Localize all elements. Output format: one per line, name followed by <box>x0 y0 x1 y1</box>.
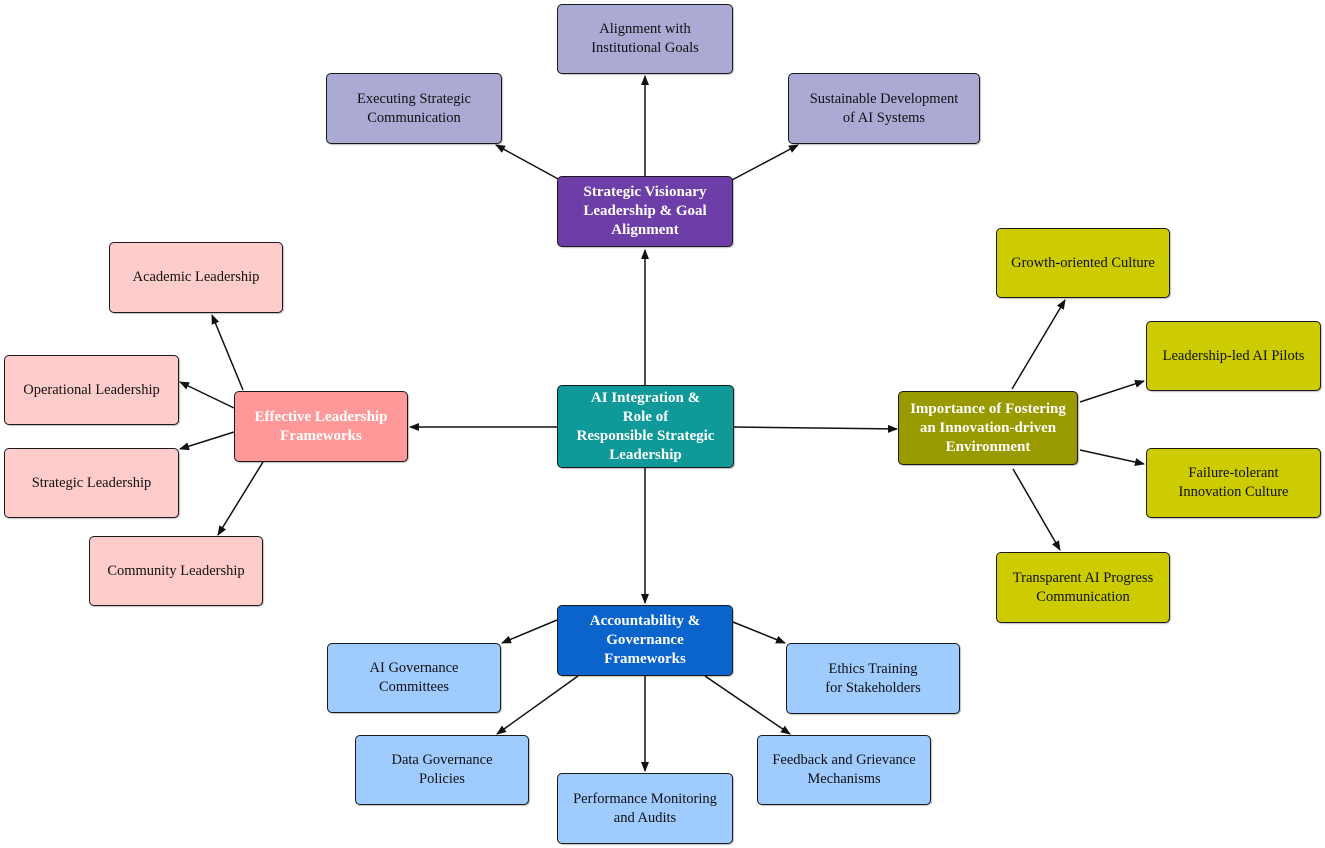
operational-leadership-label: Operational Leadership <box>23 381 160 398</box>
arrow-innovation-to-transparent <box>1012 468 1061 551</box>
alignment-goals-label: Alignment with Institutional Goals <box>591 21 699 56</box>
feedback-grievance-node: Feedback and Grievance Mechanisms <box>757 735 931 805</box>
failure-tolerant-node: Failure-tolerant Innovation Culture <box>1146 448 1321 518</box>
governance-committees-node: AI Governance Committees <box>327 643 501 713</box>
arrow-center-to-innovation <box>733 424 898 433</box>
strategic-leadership-node: Strategic Leadership <box>4 448 179 518</box>
arrow-leadership-to-community <box>217 461 264 536</box>
arrow-innovation-to-growth <box>1011 299 1066 390</box>
leadership-ai-pilots-node: Leadership-led AI Pilots <box>1146 321 1321 391</box>
accountability-governance-node: Accountability & Governance Frameworks <box>557 605 733 676</box>
effective-leadership-node: Effective Leadership Frameworks <box>234 391 408 462</box>
transparent-progress-node: Transparent AI Progress Communication <box>996 552 1170 623</box>
performance-monitoring-label: Performance Monitoring and Audits <box>573 790 717 826</box>
central-topic-label: AI Integration & Role of Responsible Str… <box>576 389 715 463</box>
arrow-leadership-to-operational <box>179 381 235 409</box>
arrow-innovation-to-pilots <box>1079 380 1145 403</box>
innovation-environment-node: Importance of Fostering an Innovation-dr… <box>898 391 1078 465</box>
feedback-grievance-label: Feedback and Grievance Mechanisms <box>772 752 916 787</box>
community-leadership-label: Community Leadership <box>107 562 245 579</box>
arrow-governance-to-data <box>496 675 579 735</box>
performance-monitoring-node: Performance Monitoring and Audits <box>557 773 733 844</box>
data-governance-node: Data Governance Policies <box>355 735 529 805</box>
ethics-training-label: Ethics Training for Stakeholders <box>825 660 921 696</box>
strategic-leadership-label: Strategic Leadership <box>31 474 152 491</box>
sustainable-development-node: Sustainable Development of AI Systems <box>788 73 980 144</box>
data-governance-label: Data Governance Policies <box>391 752 493 787</box>
arrow-governance-to-ethics <box>732 621 786 644</box>
arrow-strategic-to-executing <box>495 144 561 181</box>
innovation-environment-label: Importance of Fostering an Innovation-dr… <box>910 400 1066 455</box>
transparent-progress-label: Transparent AI Progress Communication <box>1012 569 1154 605</box>
strategic-visionary-node: Strategic Visionary Leadership & Goal Al… <box>557 176 733 247</box>
effective-leadership-label: Effective Leadership Frameworks <box>254 408 388 444</box>
arrow-leadership-to-academic <box>211 314 244 391</box>
leadership-ai-pilots-label: Leadership-led AI Pilots <box>1162 347 1305 364</box>
alignment-goals-node: Alignment with Institutional Goals <box>557 4 733 74</box>
sustainable-development-label: Sustainable Development of AI Systems <box>809 90 959 126</box>
failure-tolerant-label: Failure-tolerant Innovation Culture <box>1178 465 1289 500</box>
executing-communication-node: Executing Strategic Communication <box>326 73 502 144</box>
arrow-leadership-to-strategic <box>179 431 235 451</box>
arrow-innovation-to-failure <box>1079 449 1145 466</box>
central-topic-node: AI Integration & Role of Responsible Str… <box>557 385 734 468</box>
academic-leadership-node: Academic Leadership <box>109 242 283 313</box>
ethics-training-node: Ethics Training for Stakeholders <box>786 643 960 714</box>
strategic-visionary-label: Strategic Visionary Leadership & Goal Al… <box>583 184 707 238</box>
accountability-governance-label: Accountability & Governance Frameworks <box>589 613 701 667</box>
academic-leadership-label: Academic Leadership <box>132 269 260 285</box>
executing-communication-label: Executing Strategic Communication <box>357 90 471 126</box>
operational-leadership-node: Operational Leadership <box>4 355 179 425</box>
arrow-governance-to-committees <box>501 619 558 644</box>
arrow-governance-to-feedback <box>704 675 791 735</box>
arrow-strategic-to-sustainable <box>731 144 799 181</box>
growth-culture-node: Growth-oriented Culture <box>996 228 1170 298</box>
community-leadership-node: Community Leadership <box>89 536 263 606</box>
growth-culture-label: Growth-oriented Culture <box>1011 254 1155 271</box>
governance-committees-label: AI Governance Committees <box>369 660 459 695</box>
